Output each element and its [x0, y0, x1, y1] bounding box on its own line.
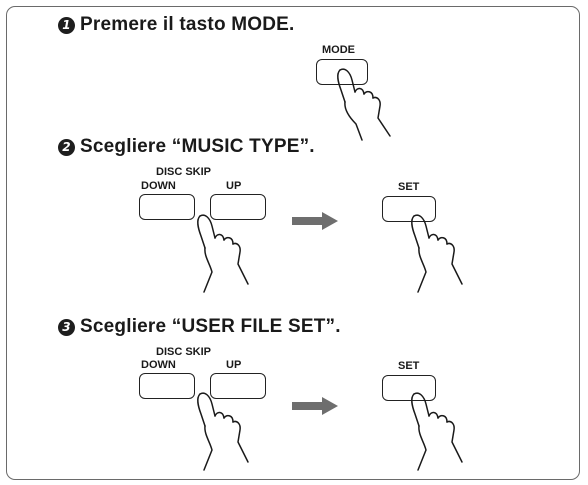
step-3-text: Scegliere “USER FILE SET”. [80, 316, 341, 337]
pointing-hand-icon [411, 392, 463, 471]
set-button[interactable] [382, 196, 436, 222]
set-label: SET [398, 181, 420, 193]
disc-skip-label: DISC SKIP [156, 346, 212, 358]
right-arrow-icon [292, 397, 338, 415]
instruction-panel [6, 6, 580, 480]
pointing-hand-icon [197, 214, 249, 293]
pointing-hand-icon [197, 392, 249, 471]
right-arrow-icon [292, 212, 338, 230]
step-1-heading: 1 Premere il tasto MODE. [58, 14, 295, 36]
step-2-text: Scegliere “MUSIC TYPE”. [80, 136, 315, 157]
up-label: UP [226, 180, 242, 192]
disc-skip-up-button[interactable] [210, 194, 266, 220]
step-3-heading: 3 Scegliere “USER FILE SET”. [58, 316, 341, 338]
pointing-hand-icon [337, 68, 391, 141]
set-button[interactable] [382, 375, 436, 401]
step-2-number-icon: 2 [58, 138, 75, 156]
set-label: SET [398, 360, 420, 372]
mode-button[interactable] [316, 59, 368, 85]
step-3-number-icon: 3 [58, 318, 75, 336]
step-1-text: Premere il tasto MODE. [80, 14, 295, 35]
disc-skip-label: DISC SKIP [156, 166, 212, 178]
mode-label: MODE [322, 44, 355, 56]
disc-skip-up-button[interactable] [210, 373, 266, 399]
pointing-hand-icon [411, 214, 463, 293]
disc-skip-down-button[interactable] [139, 373, 195, 399]
up-label: UP [226, 359, 242, 371]
down-label: DOWN [141, 359, 176, 371]
step-1-number-icon: 1 [58, 16, 75, 34]
disc-skip-down-button[interactable] [139, 194, 195, 220]
down-label: DOWN [141, 180, 176, 192]
step-2-heading: 2 Scegliere “MUSIC TYPE”. [58, 136, 315, 158]
